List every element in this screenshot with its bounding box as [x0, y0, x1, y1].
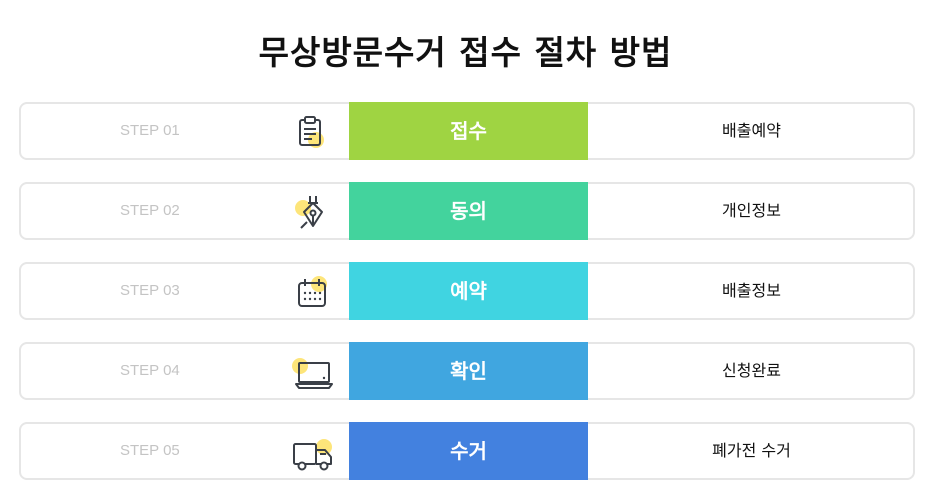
step-description: 신청완료 [722, 361, 781, 380]
step-description: 개인정보 [722, 201, 781, 220]
step-description: 배출정보 [722, 281, 781, 300]
step-row-1: STEP 01 접수 배출예약 [19, 102, 915, 160]
truck-icon [291, 430, 335, 474]
step-number: STEP 02 [120, 202, 180, 219]
step-row-2: STEP 02 동의 개인정보 [19, 182, 915, 240]
step-number: STEP 04 [120, 362, 180, 379]
step-stage-label: 예약 [450, 279, 487, 303]
step-stage-1: 접수 [349, 102, 588, 160]
step-row-4: STEP 04 확인 신청완료 [19, 342, 915, 400]
step-number: STEP 01 [120, 122, 180, 139]
step-description: 배출예약 [722, 121, 781, 140]
step-description: 폐가전 수거 [712, 441, 791, 460]
step-stage-5: 수거 [349, 422, 588, 480]
laptop-icon [291, 350, 335, 394]
step-number: STEP 05 [120, 442, 180, 459]
step-number: STEP 03 [120, 282, 180, 299]
step-stage-label: 수거 [450, 439, 487, 463]
calendar-icon [291, 270, 335, 314]
page-title: 무상방문수거 접수 절차 방법 [258, 33, 673, 72]
step-stage-2: 동의 [349, 182, 588, 240]
pen-nib-icon [291, 190, 335, 234]
step-stage-4: 확인 [349, 342, 588, 400]
clipboard-icon [291, 110, 335, 154]
step-stage-label: 동의 [450, 199, 487, 223]
step-stage-label: 접수 [450, 119, 487, 143]
step-row-5: STEP 05 수거 폐가전 수거 [19, 422, 915, 480]
step-row-3: STEP 03 예약 배출정보 [19, 262, 915, 320]
step-list: STEP 01 접수 배출예약 STEP 02 [19, 102, 915, 502]
step-stage-3: 예약 [349, 262, 588, 320]
step-stage-label: 확인 [450, 359, 487, 383]
